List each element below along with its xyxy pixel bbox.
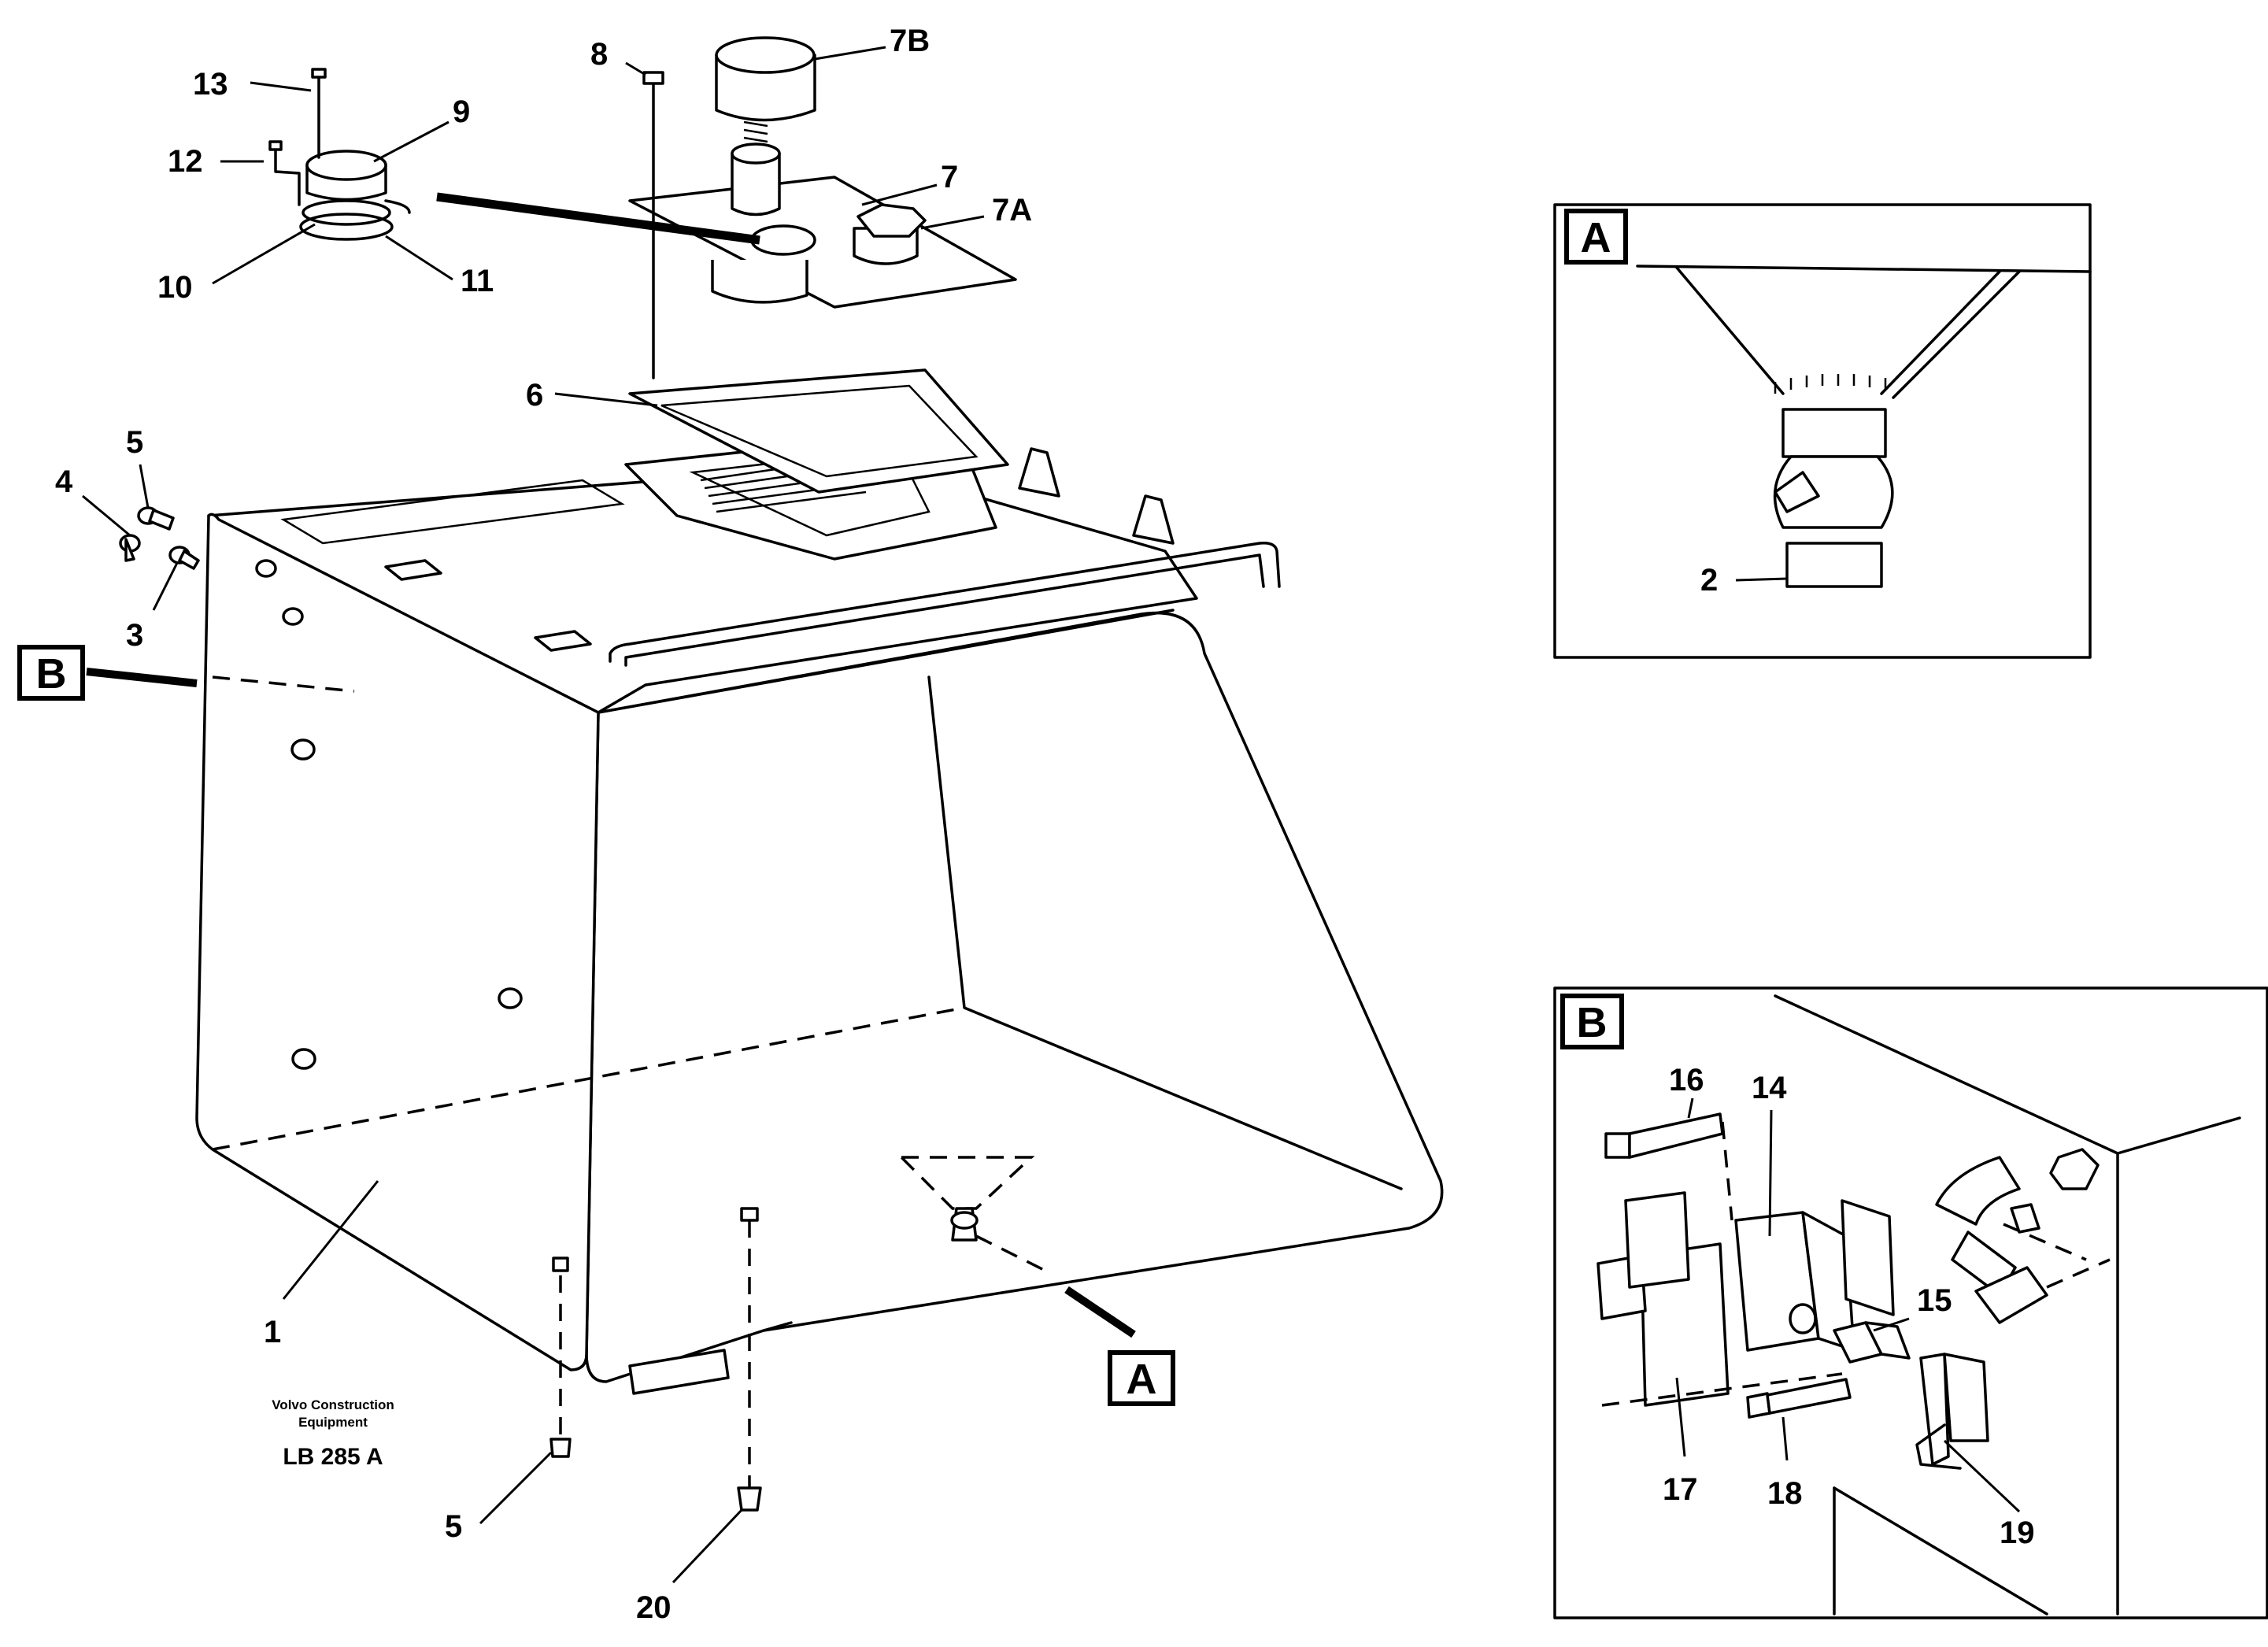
callout-19: 19 bbox=[2000, 1516, 2035, 1550]
fittings-bottom bbox=[549, 1207, 762, 1512]
callout-7: 7 bbox=[941, 160, 958, 194]
drain-assembly bbox=[897, 1156, 1048, 1273]
callout-13: 13 bbox=[193, 67, 228, 102]
svg-text:B: B bbox=[1577, 999, 1608, 1046]
callout-4: 4 bbox=[55, 464, 73, 499]
svg-text:Volvo Construction: Volvo Construction bbox=[272, 1397, 394, 1412]
svg-text:A: A bbox=[1581, 214, 1611, 261]
leader-lines bbox=[82, 46, 2021, 1584]
callout-10: 10 bbox=[157, 270, 193, 305]
callout-6: 6 bbox=[526, 378, 543, 413]
view-label-b-detail: B bbox=[1560, 994, 1624, 1049]
callout-5-top: 5 bbox=[126, 425, 143, 460]
level-sensor-assembly bbox=[268, 68, 760, 245]
callout-7a: 7A bbox=[992, 193, 1032, 228]
svg-text:B: B bbox=[36, 650, 67, 698]
filter-assembly bbox=[628, 36, 1017, 379]
fittings-left bbox=[119, 506, 200, 570]
callout-2: 2 bbox=[1700, 563, 1718, 598]
callout-7b: 7B bbox=[890, 24, 930, 58]
callout-16: 16 bbox=[1669, 1063, 1704, 1097]
callout-9: 9 bbox=[453, 94, 470, 129]
callout-17: 17 bbox=[1663, 1472, 1698, 1507]
callout-20: 20 bbox=[636, 1590, 672, 1625]
view-label-a-detail: A bbox=[1564, 209, 1628, 265]
detail-view-a bbox=[1553, 203, 2092, 659]
svg-text:LB 285 A: LB 285 A bbox=[283, 1444, 383, 1470]
publisher-caption: Volvo Construction Equipment LB 285 A bbox=[272, 1397, 394, 1470]
callout-11: 11 bbox=[461, 264, 494, 298]
callout-numbers: 13 12 9 10 11 8 7B 7 7A 6 5 4 3 1 5 20 2… bbox=[55, 24, 2035, 1625]
callout-12: 12 bbox=[168, 144, 203, 179]
callout-5-bottom: 5 bbox=[445, 1509, 462, 1544]
callout-14: 14 bbox=[1752, 1071, 1787, 1105]
callout-18: 18 bbox=[1767, 1476, 1803, 1511]
detail-view-b bbox=[1553, 986, 2268, 1619]
callout-8: 8 bbox=[590, 37, 608, 72]
view-label-a-main: A bbox=[1108, 1350, 1175, 1406]
svg-text:A: A bbox=[1127, 1356, 1157, 1403]
callout-3: 3 bbox=[126, 618, 143, 653]
svg-text:Equipment: Equipment bbox=[298, 1415, 368, 1430]
view-label-b-main: B bbox=[17, 645, 85, 701]
callout-15: 15 bbox=[1917, 1283, 1952, 1318]
callout-1: 1 bbox=[264, 1315, 281, 1349]
hydraulic-tank bbox=[195, 368, 1444, 1395]
